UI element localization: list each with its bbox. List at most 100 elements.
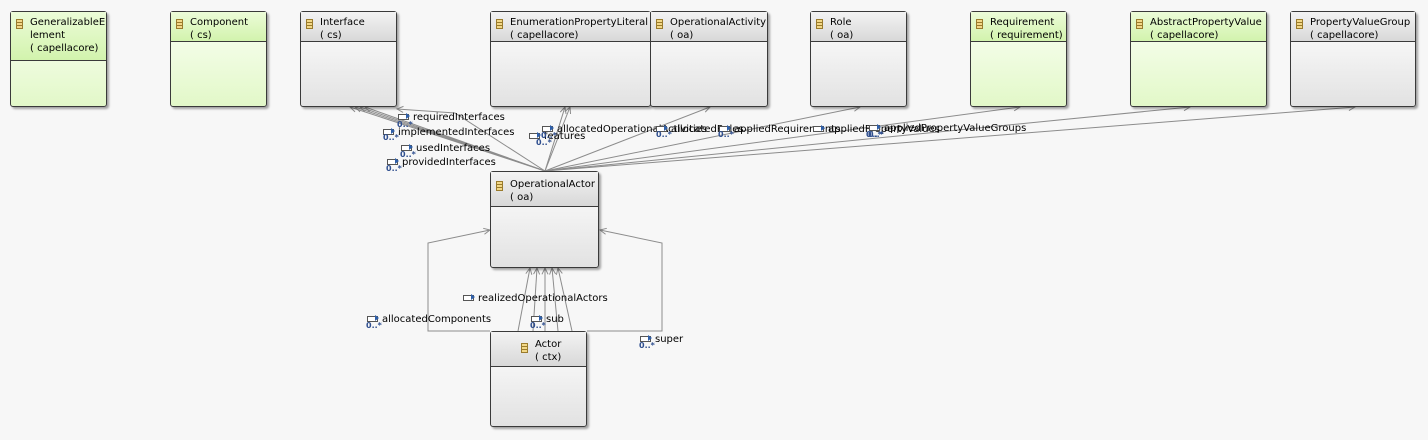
class-header: EnumerationPropertyLiteral( capellacore) <box>491 12 650 42</box>
edge-allocatedRoles[interactable] <box>544 106 861 172</box>
class-header: PropertyValueGroup ( capellacore) <box>1291 12 1415 42</box>
eclass-icon <box>521 343 528 353</box>
class-pvgroup[interactable]: PropertyValueGroup ( capellacore) <box>1290 11 1416 107</box>
reference-icon <box>400 143 414 155</box>
edge-sub-3[interactable] <box>551 267 559 332</box>
ref-label-sub[interactable]: sub <box>530 314 564 326</box>
multiplicity-usedInterfaces: 0..* <box>400 150 416 159</box>
ref-name: features <box>544 131 586 142</box>
ref-label-ownedPropertyValues[interactable]: appliedPropertyValues <box>812 124 940 136</box>
ref-label-allocatedRoles[interactable]: allocatedRoles <box>655 124 744 136</box>
ref-name: usedInterfaces <box>416 143 491 154</box>
ref-name: allocatedComponents <box>382 314 492 325</box>
ref-label-pvGroups[interactable]: appliedPropertyValueGroups <box>868 123 1026 135</box>
edge-appliedPropertyValues[interactable] <box>544 106 1191 172</box>
class-opactor[interactable]: OperationalActor( oa) <box>490 171 599 268</box>
ref-label-usedInterfaces[interactable]: usedInterfaces <box>400 143 490 155</box>
ref-name: realizedOperationalActors <box>478 293 608 304</box>
edge-realizedOpActors-arrowhead <box>525 266 533 275</box>
class-interface[interactable]: Interface( cs) <box>300 11 397 107</box>
class-package: ( requirement) <box>990 30 1063 41</box>
class-header: Role ( oa) <box>811 12 906 42</box>
ref-name: super <box>655 334 684 345</box>
class-requirement[interactable]: Requirement ( requirement) <box>970 11 1067 107</box>
class-name: PropertyValueGroup <box>1310 17 1411 28</box>
class-header: Interface( cs) <box>301 12 396 42</box>
class-component[interactable]: Component( cs) <box>170 11 267 107</box>
class-opactivity[interactable]: OperationalActivity( oa) <box>650 11 768 107</box>
edge-providedInterfaces-2-arrowhead <box>395 105 404 113</box>
class-name: OperationalActivity <box>670 17 767 28</box>
class-role[interactable]: Role ( oa) <box>810 11 907 107</box>
class-name: Requirement <box>990 17 1055 28</box>
class-enumliteral[interactable]: EnumerationPropertyLiteral( capellacore) <box>490 11 651 107</box>
reference-icon <box>812 124 826 136</box>
edge-realizedOpActors[interactable] <box>517 267 531 332</box>
ref-label-providedInterfaces[interactable]: providedInterfaces <box>386 157 496 169</box>
edge-sub-1-arrowhead <box>533 266 541 275</box>
reference-icon <box>462 293 476 305</box>
edge-super-arrowhead <box>598 227 607 235</box>
eclass-icon <box>656 19 663 29</box>
class-name: Interface <box>320 17 365 28</box>
ref-label-realizedOpActors[interactable]: realizedOperationalActors <box>462 293 608 305</box>
eclass-icon <box>976 19 983 29</box>
edge-sub-4-arrowhead <box>555 266 563 275</box>
eclass-icon <box>306 19 313 29</box>
class-generalizable[interactable]: GeneralizableElement( capellacore) <box>10 11 107 107</box>
reference-icon <box>366 314 380 326</box>
class-package: ( oa) <box>510 192 534 203</box>
eclass-icon <box>496 181 503 191</box>
edge-sub-2-arrowhead <box>541 266 549 275</box>
reference-icon <box>655 124 669 136</box>
class-header: OperationalActivity( oa) <box>651 12 767 42</box>
class-actor[interactable]: Actor( ctx) <box>490 331 587 427</box>
edge-sub-3-arrowhead <box>549 266 557 275</box>
edge-sub-4[interactable] <box>557 267 573 332</box>
reference-icon <box>530 314 544 326</box>
class-name: Component <box>190 17 249 28</box>
edge-super[interactable] <box>587 229 663 332</box>
reference-icon <box>528 131 542 143</box>
class-abstractpv[interactable]: AbstractPropertyValue( capellacore) <box>1130 11 1267 107</box>
ref-name: appliedPropertyValueGroups <box>884 123 1027 134</box>
class-header: Component( cs) <box>171 12 266 42</box>
class-package: ( capellacore) <box>1150 30 1219 41</box>
eclass-icon <box>1136 19 1143 29</box>
edge-appliedRequirements[interactable] <box>544 106 1021 172</box>
reference-icon <box>386 157 400 169</box>
edge-providedInterfaces-2[interactable] <box>396 108 546 172</box>
class-header: OperationalActor( oa) <box>491 172 598 207</box>
class-header: Actor( ctx) <box>491 332 586 367</box>
class-header: Requirement ( requirement) <box>971 12 1066 42</box>
multiplicity-ownedPropertyValues: 0..* <box>866 130 882 139</box>
class-package: ( capellacore) <box>1310 30 1379 41</box>
edge-providedInterfaces[interactable] <box>364 106 546 172</box>
eclass-icon <box>816 19 823 29</box>
ref-label-appliedRequirements[interactable]: appliedRequirements <box>718 124 840 136</box>
ref-name: providedInterfaces <box>402 157 496 168</box>
multiplicity-pvGroups: 0..* <box>868 130 884 139</box>
ref-name: allocatedRoles <box>671 124 744 135</box>
eclass-icon <box>496 19 503 29</box>
reference-icon <box>718 124 732 136</box>
class-package: ( oa) <box>830 30 854 41</box>
eclass-icon <box>176 19 183 29</box>
class-name: Role <box>830 17 852 28</box>
ref-label-allocatedOpActivities[interactable]: allocatedOperationalActivities <box>541 124 707 136</box>
ref-label-requiredInterfaces[interactable]: requiredInterfaces <box>397 112 505 124</box>
multiplicity-super: 0..* <box>639 341 655 350</box>
reference-icon <box>868 123 882 135</box>
edge-pvGroups[interactable] <box>544 106 1356 172</box>
ref-label-implementedInterfaces[interactable]: implementedInterfaces <box>382 127 514 139</box>
ref-name: appliedRequirements <box>734 124 841 135</box>
ref-label-features[interactable]: features <box>528 131 585 143</box>
edge-allocatedComponents[interactable] <box>427 229 491 332</box>
edge-features-2[interactable] <box>544 106 571 172</box>
edge-features[interactable] <box>544 106 566 172</box>
ref-label-super[interactable]: super <box>639 334 683 346</box>
edge-allocatedOpActivities[interactable] <box>544 106 711 172</box>
ref-label-allocatedComponents[interactable]: allocatedComponents <box>366 314 491 326</box>
